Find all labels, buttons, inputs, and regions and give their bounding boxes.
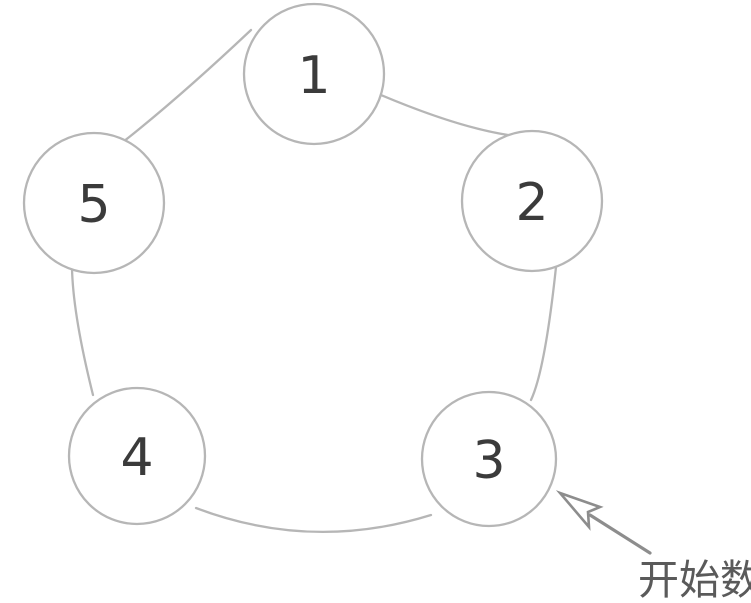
node-2[interactable]: 2 <box>460 129 604 273</box>
node-4-label: 4 <box>120 428 153 488</box>
node-1-label: 1 <box>297 46 330 106</box>
annotation-arrow-head-icon <box>555 490 604 531</box>
edge-node2-node3 <box>529 265 558 402</box>
node-2-circle[interactable] <box>460 129 604 273</box>
ring-edges-group <box>70 28 558 534</box>
node-5-label: 5 <box>77 175 110 235</box>
node-1-circle[interactable] <box>242 2 386 146</box>
edge-node5-node1 <box>121 28 253 144</box>
node-5-circle[interactable] <box>22 131 166 275</box>
node-2-label: 2 <box>515 173 548 233</box>
node-1[interactable]: 1 <box>242 2 386 146</box>
node-3-label: 3 <box>472 431 505 491</box>
annotation-label: 开始数 <box>638 556 751 603</box>
edge-node4-node5 <box>70 266 95 397</box>
node-3[interactable]: 3 <box>420 390 558 528</box>
start-count-annotation: 开始数 <box>555 490 751 603</box>
edge-node1-node2 <box>379 93 510 137</box>
node-4-circle[interactable] <box>67 386 207 526</box>
node-4[interactable]: 4 <box>67 386 207 526</box>
annotation-arrow-shaft <box>588 513 652 555</box>
edge-node3-node4 <box>194 506 433 534</box>
node-5[interactable]: 5 <box>22 131 166 275</box>
node-3-circle[interactable] <box>420 390 558 528</box>
